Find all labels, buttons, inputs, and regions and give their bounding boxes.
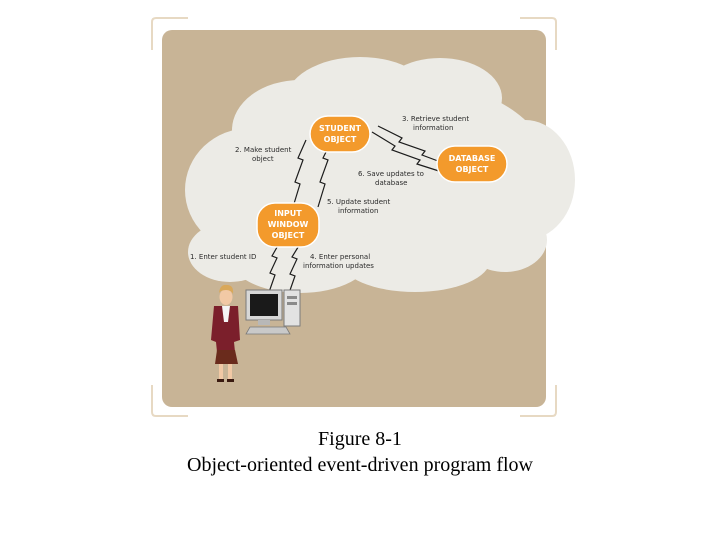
user-woman-illustration (211, 284, 240, 382)
input-object-line-2: WINDOW (268, 220, 309, 229)
step-3-line-1: 3. Retrieve student (402, 115, 469, 123)
database-object-line-1: DATABASE (449, 154, 496, 163)
figure-subtitle: Object-oriented event-driven program flo… (187, 454, 533, 476)
input-object-line-3: OBJECT (272, 231, 305, 240)
computer-illustration (245, 289, 301, 335)
step-6-line-1: 6. Save updates to (358, 170, 424, 178)
step-6-line-2: database (375, 179, 407, 187)
step-2-line-2: object (252, 155, 274, 163)
step-5-line-2: information (338, 207, 378, 215)
step-3-line-2: information (413, 124, 453, 132)
bolt-student-database (371, 131, 443, 173)
input-object-line-1: INPUT (274, 209, 302, 218)
step-2-line-1: 2. Make student (235, 146, 292, 154)
bolt-user-input-left (267, 241, 281, 296)
bolt-input-student-right (317, 139, 333, 208)
bolt-input-student-left (292, 139, 307, 208)
step-1-line-1: 1. Enter student ID (190, 253, 256, 261)
bolt-user-input-right (287, 243, 301, 297)
step-5-line-1: 5. Update student (327, 198, 390, 206)
lightning-bolts (267, 125, 447, 297)
step-4-line-1: 4. Enter personal (310, 253, 370, 261)
student-object: STUDENT OBJECT (309, 115, 371, 153)
bolt-database-student (377, 125, 447, 165)
step-labels: 3. Retrieve student information 2. Make … (190, 115, 469, 270)
database-object-line-2: OBJECT (456, 165, 489, 174)
student-object-line-1: STUDENT (319, 124, 362, 133)
student-object-line-2: OBJECT (324, 135, 357, 144)
step-4-line-2: information updates (303, 262, 374, 270)
database-object: DATABASE OBJECT (436, 145, 508, 183)
corner-brackets (151, 17, 557, 417)
figure-title: Figure 8-1 (318, 428, 402, 450)
input-window-object: INPUT WINDOW OBJECT (256, 202, 320, 248)
